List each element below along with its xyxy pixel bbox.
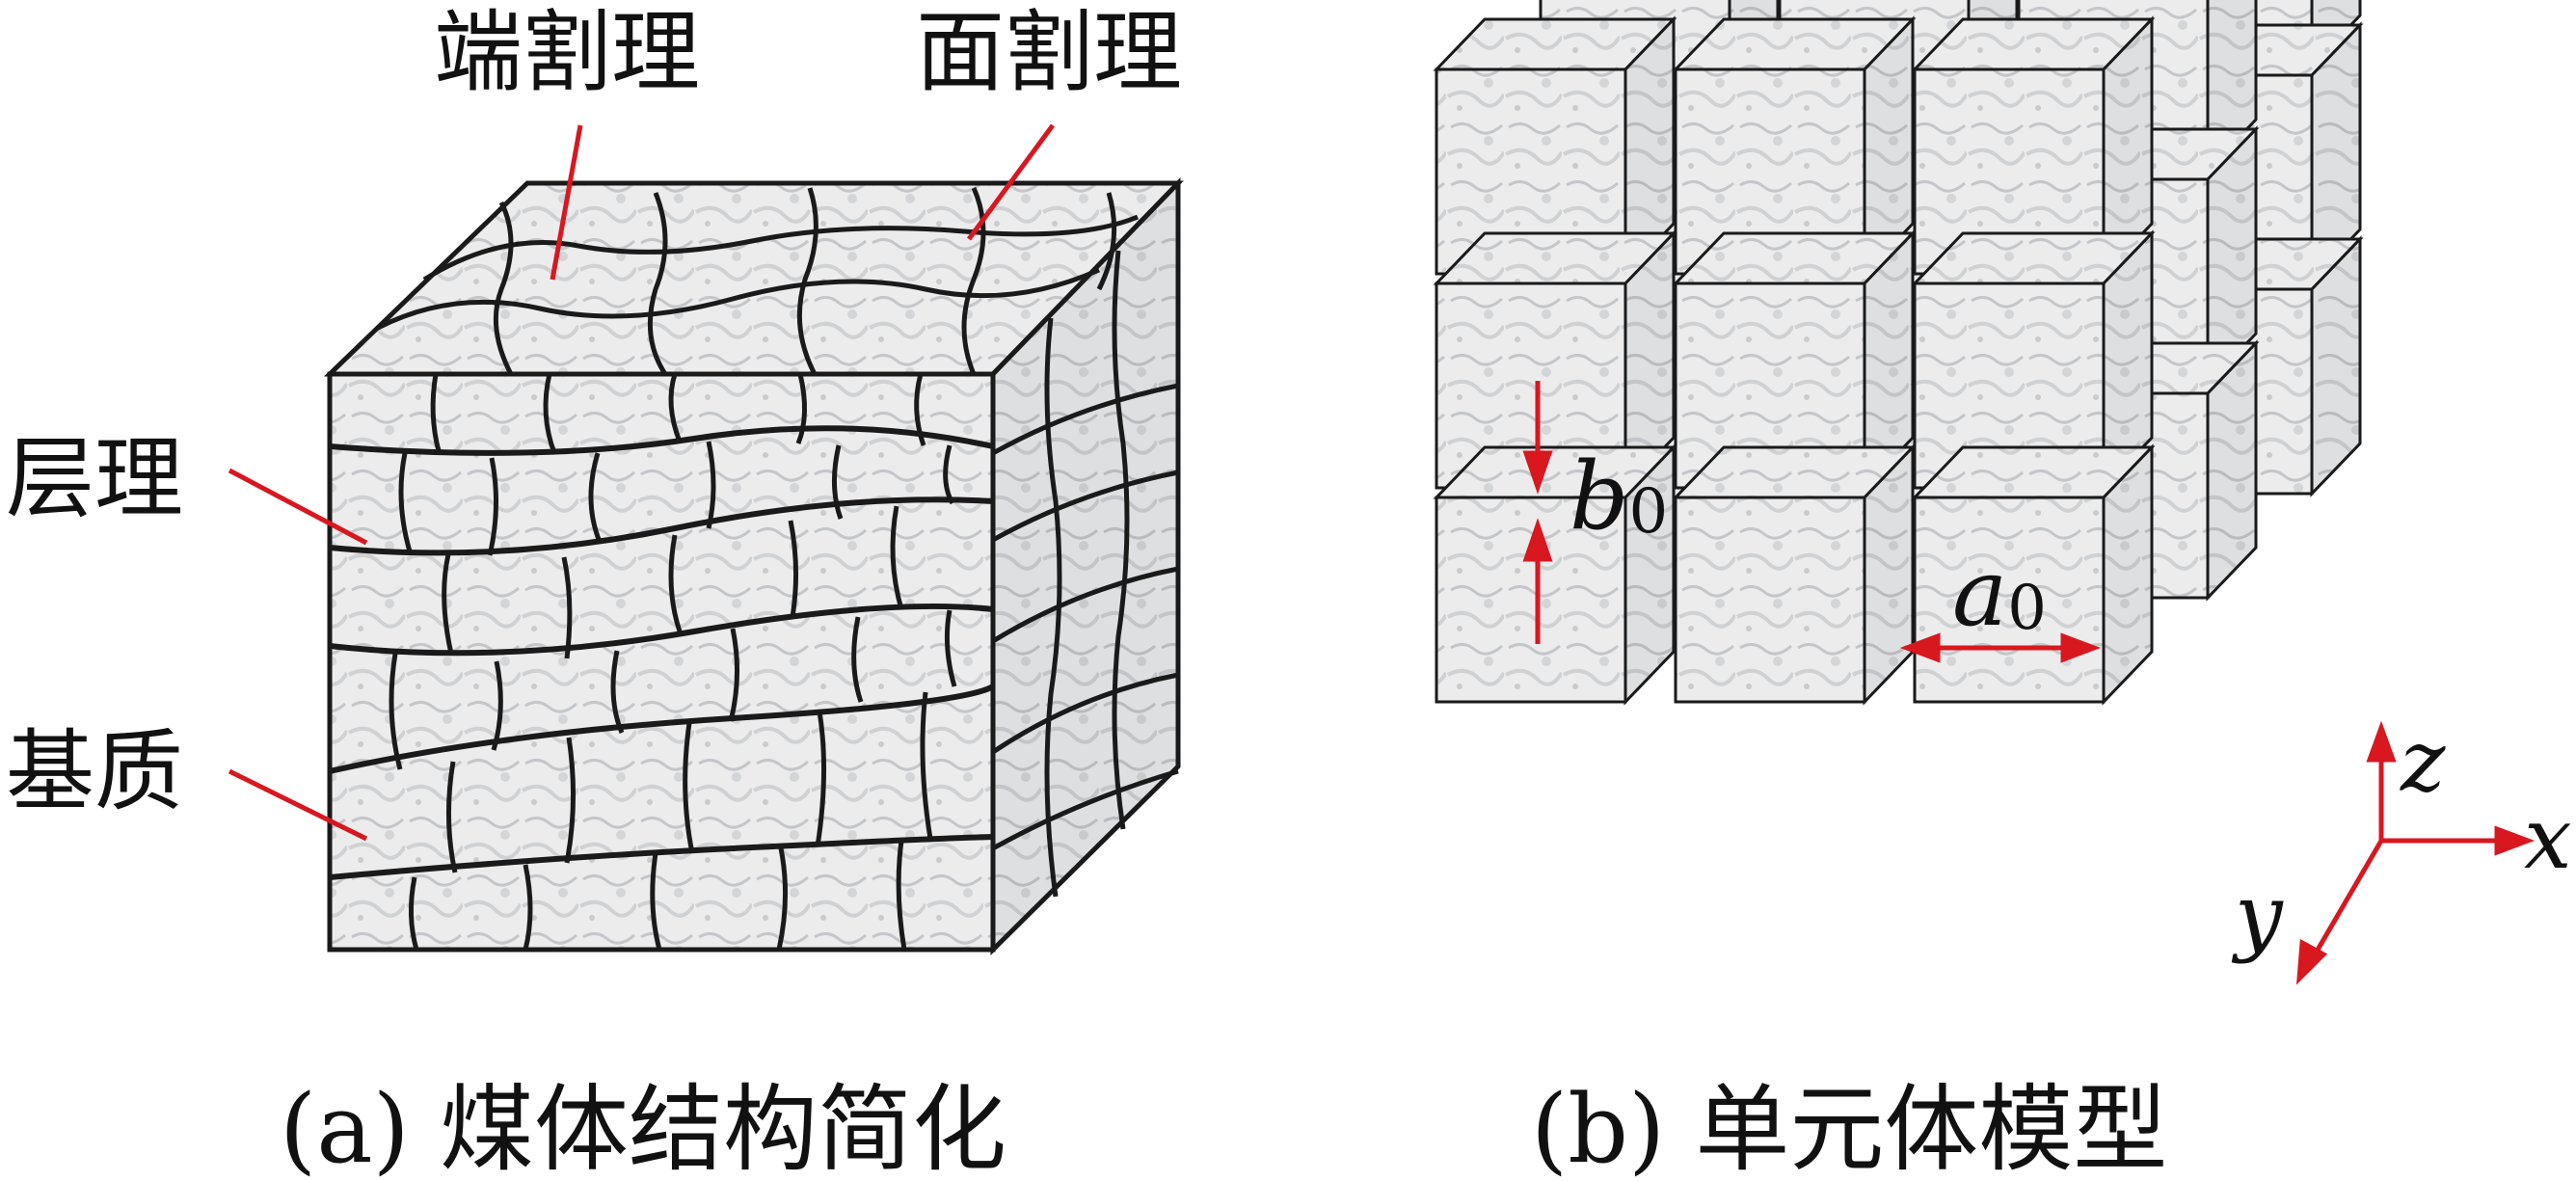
label-matrix: 基质	[6, 720, 183, 823]
caption-panel-b: (b) 单元体模型	[1531, 1075, 2167, 1181]
caption-panel-a: (a) 煤体结构简化	[280, 1075, 1006, 1181]
label-bedding: 层理	[6, 427, 183, 530]
label-end-cleat: 端割理	[434, 1, 700, 104]
unit-cell-grid	[1436, 0, 2360, 702]
axis-label-y: y	[2231, 866, 2284, 965]
label-face-cleat: 面割理	[916, 1, 1182, 104]
axis-label-z: z	[2400, 711, 2446, 811]
axis-label-x: x	[2524, 789, 2572, 888]
block-front-face	[330, 374, 993, 950]
coal-block-diagram	[330, 183, 1178, 950]
unit-cell-d0-r2-c1	[1676, 447, 1913, 702]
